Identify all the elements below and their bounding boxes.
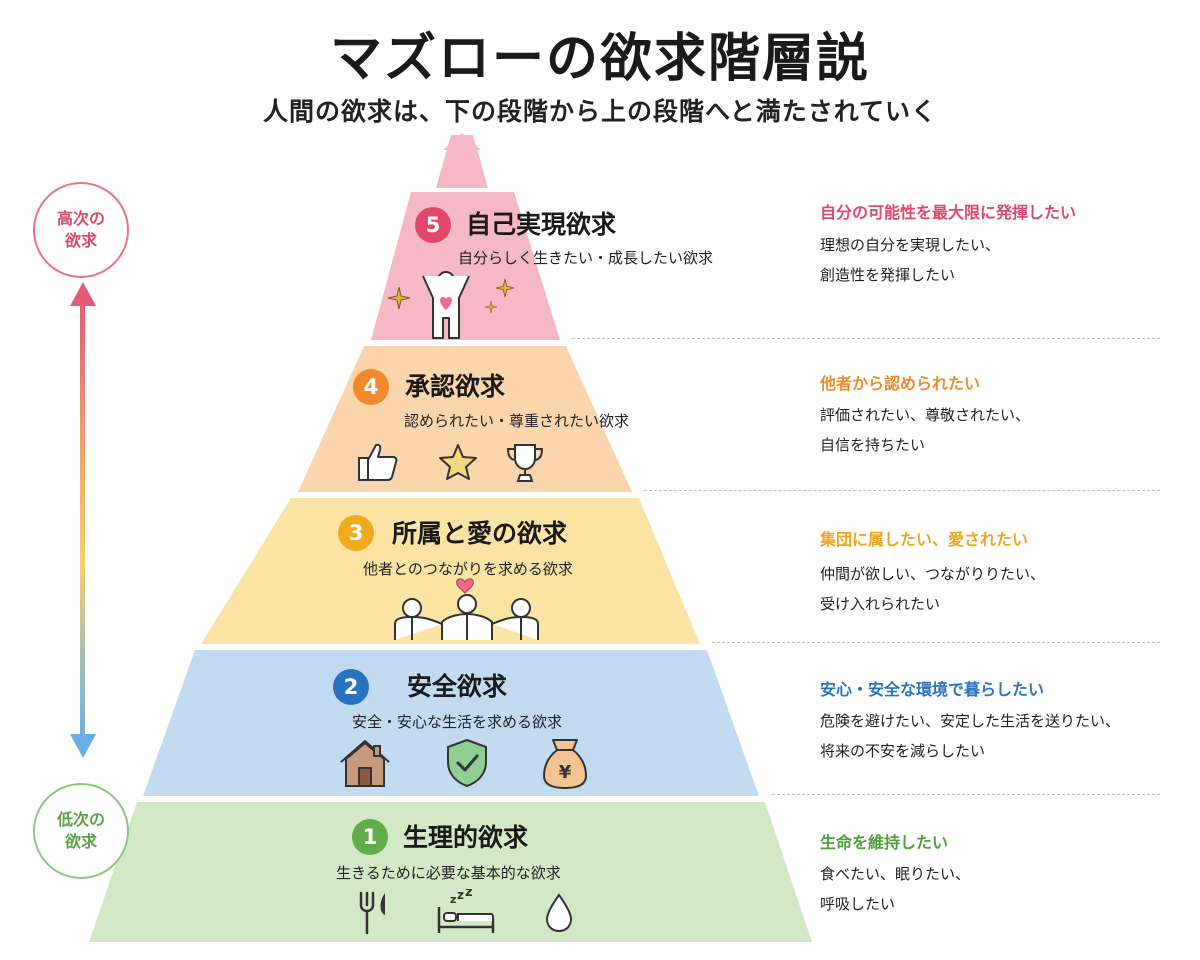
shield-check-icon: [447, 738, 487, 788]
sparkle-icon: [387, 286, 411, 310]
tier-2-shape: [143, 650, 759, 796]
gradient-arrow: [70, 282, 96, 758]
level-2-right-body: 危険を避けたい、安定した生活を送りたい、 将来の不安を減らしたい: [820, 706, 1120, 766]
level-4-desc: 認められたい・尊重されたい欲求: [404, 412, 630, 430]
level-5-badge: 5: [415, 207, 451, 243]
higher-needs-line1: 高次の: [56, 209, 105, 229]
pyramid-apex-tip: [443, 133, 481, 150]
level-5-title: 自己実現欲求: [466, 210, 617, 239]
water-drop-icon: [545, 893, 573, 933]
level-1-right-body: 食べたい、眠りたい、 呼吸したい: [820, 859, 970, 919]
level-1-right-line1: 食べたい、眠りたい、: [820, 865, 971, 883]
level-5-right-body: 理想の自分を実現したい、 創造性を発揮したい: [820, 230, 1000, 290]
level-1-right-line2: 呼吸したい: [820, 895, 896, 913]
money-bag-icon: ¥: [542, 739, 588, 790]
level-5-desc: 自分らしく生きたい・成長したい欲求: [458, 249, 714, 267]
level-1-title: 生理的欲求: [403, 823, 529, 852]
level-2-badge: 2: [333, 669, 369, 705]
level-3-right-line1: 仲間が欲しい、つながりりたい、: [820, 565, 1046, 583]
trophy-icon: [506, 444, 544, 482]
divider-2-1: [772, 794, 1160, 795]
level-1-right-heading: 生命を維持したい: [820, 833, 949, 852]
svg-text:z: z: [457, 889, 464, 902]
level-2-right-line2: 将来の不安を減らしたい: [820, 742, 986, 760]
page-title: マズローの欲求階層説: [329, 29, 870, 89]
level-4-title: 承認欲求: [405, 372, 506, 401]
people-heart-icon: [394, 578, 539, 640]
level-3-right-line2: 受け入れられたい: [820, 595, 941, 613]
level-4-badge: 4: [353, 369, 389, 405]
level-1-desc: 生きるために必要な基本的な欲求: [336, 864, 561, 882]
bed-sleep-icon: z z z: [437, 889, 495, 933]
level-5-right-heading: 自分の可能性を最大限に発揮したい: [820, 203, 1077, 222]
level-4-right-body: 評価されたい、尊敬されたい、 自信を持ちたい: [820, 400, 1030, 460]
higher-needs-label: 高次の欲求: [33, 182, 129, 278]
level-3-badge: 3: [338, 515, 374, 551]
divider-3-2: [712, 642, 1160, 643]
level-4-right-line1: 評価されたい、尊敬されたい、: [820, 406, 1031, 424]
level-1-badge: 1: [352, 819, 388, 855]
level-3-title: 所属と愛の欲求: [392, 519, 568, 548]
star-icon: [439, 444, 477, 480]
fork-knife-icon: [359, 891, 385, 935]
house-icon: [340, 740, 390, 787]
divider-5-4: [572, 338, 1160, 339]
person-heart-icon: [422, 271, 470, 339]
tier-1-shape: [89, 802, 812, 942]
level-2-right-line1: 危険を避けたい、安定した生活を送りたい、: [820, 712, 1121, 730]
sparkle-icon: [485, 301, 497, 313]
divider-4-3: [644, 490, 1160, 491]
page-subtitle: 人間の欲求は、下の段階から上の段階へと満たされていく: [262, 97, 937, 126]
level-2-right-heading: 安心・安全な環境で暮らしたい: [820, 680, 1045, 699]
svg-text:z: z: [450, 893, 456, 906]
higher-needs-line2: 欲求: [64, 231, 97, 250]
svg-text:¥: ¥: [559, 762, 572, 783]
level-4-right-line2: 自信を持ちたい: [820, 436, 926, 454]
lower-needs-line2: 欲求: [64, 832, 97, 851]
lower-needs-line1: 低次の: [56, 810, 105, 830]
thumbs-up-icon: [358, 443, 398, 481]
level-3-desc: 他者とのつながりを求める欲求: [363, 560, 573, 578]
lower-needs-label: 低次の欲求: [33, 783, 129, 879]
sparkle-icon: [495, 278, 515, 298]
tier-3-shape: [201, 498, 700, 644]
level-3-right-body: 仲間が欲しい、つながりりたい、 受け入れられたい: [820, 559, 1045, 619]
level-3-right-heading: 集団に属したい、愛されたい: [820, 530, 1029, 549]
level-2-desc: 安全・安心な生活を求める欲求: [352, 713, 563, 731]
level-5-right-line2: 創造性を発揮したい: [820, 266, 956, 284]
level-2-title: 安全欲求: [407, 672, 508, 701]
level-5-right-line1: 理想の自分を実現したい、: [820, 236, 1001, 254]
level-4-right-heading: 他者から認められたい: [820, 374, 981, 393]
svg-text:z: z: [465, 889, 473, 900]
